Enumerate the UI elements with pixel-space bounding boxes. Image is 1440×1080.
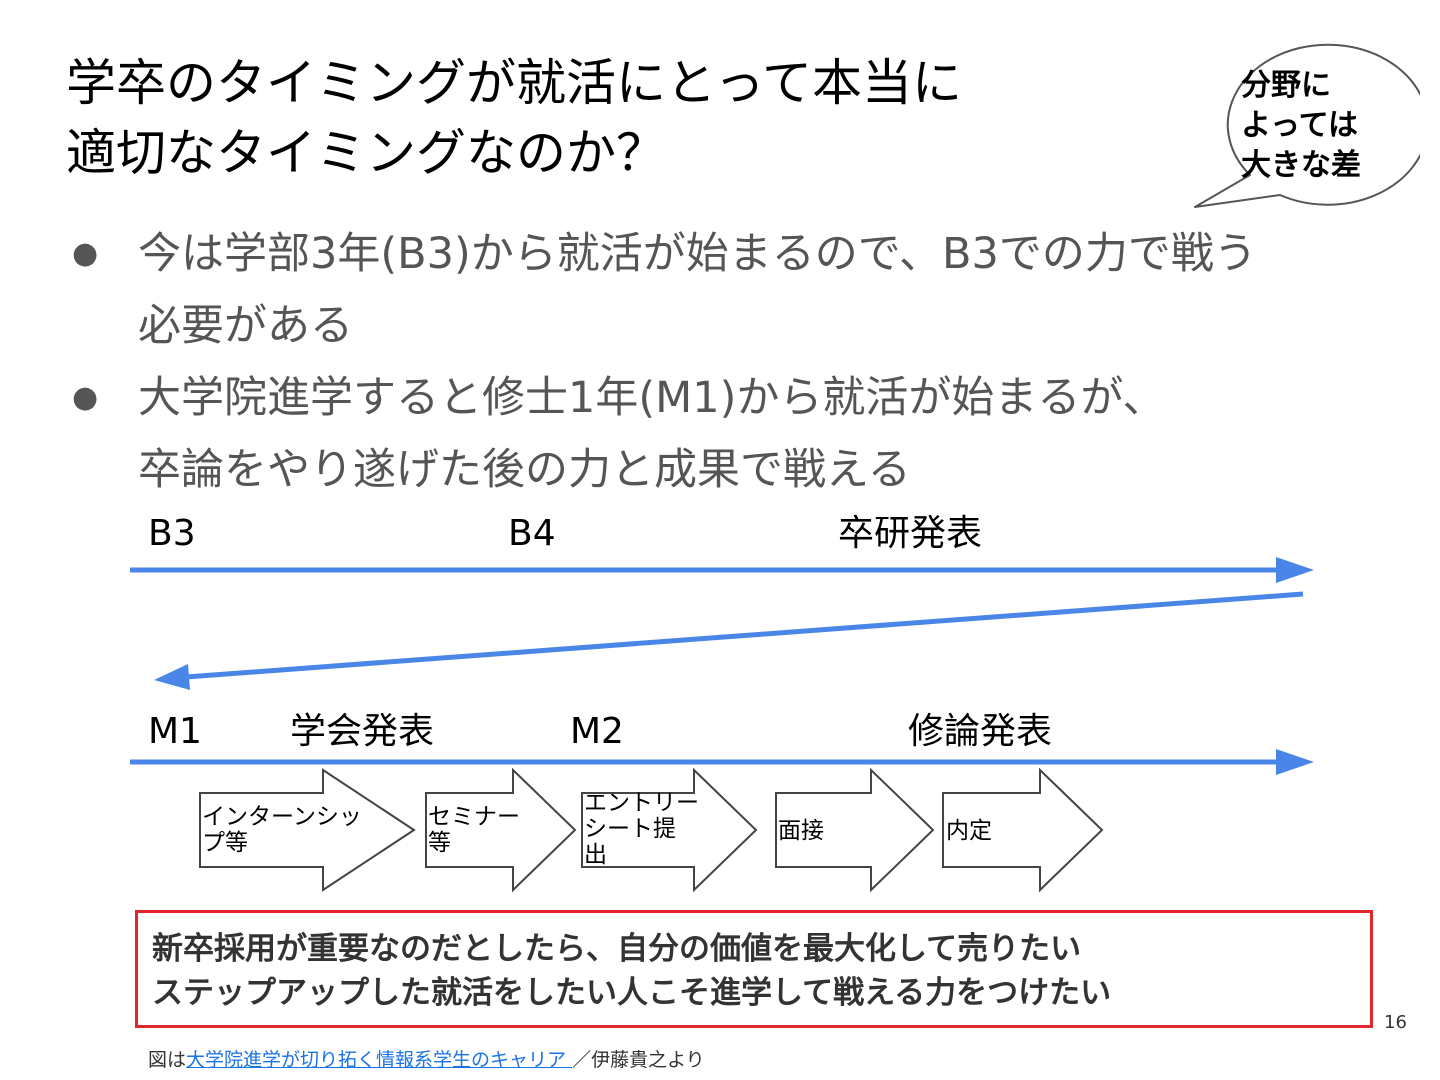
timeline-label-b4: B4 — [508, 513, 556, 554]
conclusion-line: ステップアップした就活をしたい人こそ進学して戦える力をつけたい — [152, 975, 1112, 1011]
bullet-marker: ● — [72, 380, 99, 415]
step-entry-sheet: エントリー シート提 出 — [584, 790, 699, 868]
step-job-offer: 内定 — [946, 818, 992, 844]
bullet-marker: ● — [72, 236, 99, 271]
step-arrow-shape — [581, 767, 758, 893]
bullet-item: ● 今は学部3年(B3)から就活が始まるので、B3での力で戦う 必要がある — [72, 218, 1412, 362]
title-line-1: 学卒のタイミングが就活にとって本当に — [66, 54, 962, 112]
footnote-suffix: ／伊藤貴之より — [572, 1049, 705, 1071]
timeline-label-m2: M2 — [570, 711, 624, 752]
timeline-label-master-thesis-presentation: 修論発表 — [908, 711, 1053, 752]
step-line: 面接 — [778, 818, 824, 844]
step-line: エントリー — [584, 790, 699, 816]
bullet-item: ● 大学院進学すると修士1年(M1)から就活が始まるが、 卒論をやり遂げた後の力… — [72, 362, 1412, 506]
step-line: セミナー — [428, 804, 520, 830]
callout-line: よっては — [1241, 108, 1358, 143]
conclusion-line: 新卒採用が重要なのだとしたら、自分の価値を最大化して売りたい — [152, 931, 1082, 967]
timeline-label-conference-presentation: 学会発表 — [290, 711, 435, 752]
timeline-arrow-top — [130, 557, 1314, 583]
bullet-line: 今は学部3年(B3)から就活が始まるので、B3での力で戦う — [138, 229, 1257, 279]
callout-text: 分野に よっては 大きな差 — [1241, 66, 1391, 186]
step-internship: インターンシッ プ等 — [202, 804, 362, 856]
step-arrow-shape — [775, 767, 935, 893]
conclusion-box: 新卒採用が重要なのだとしたら、自分の価値を最大化して売りたい ステップアップした… — [135, 910, 1373, 1028]
slide-title: 学卒のタイミングが就活にとって本当に 適切なタイミングなのか？ — [66, 48, 962, 188]
step-arrow-shape — [199, 768, 416, 892]
timeline-arrow-return — [154, 591, 1304, 690]
timeline-label-m1: M1 — [148, 711, 202, 752]
step-line: シート提 — [584, 816, 676, 842]
step-line: プ等 — [202, 830, 248, 856]
step-arrow-shape — [942, 767, 1104, 893]
timeline-label-b3: B3 — [148, 513, 196, 554]
step-seminar: セミナー 等 — [428, 804, 520, 856]
timeline-arrow-bottom — [130, 749, 1314, 775]
step-interview: 面接 — [778, 818, 824, 844]
callout-line: 分野に — [1241, 68, 1331, 103]
source-link[interactable]: 大学院進学が切り拓く情報系学生のキャリア — [186, 1049, 573, 1071]
speech-bubble-icon — [1194, 43, 1420, 208]
step-arrow-shape — [425, 767, 577, 893]
bullet-line: 卒論をやり遂げた後の力と成果で戦える — [138, 445, 911, 495]
source-footnote: 図は大学院進学が切り拓く情報系学生のキャリア ／伊藤貴之より — [148, 1045, 705, 1072]
step-line: 出 — [584, 842, 607, 868]
bullet-line: 必要がある — [138, 301, 353, 351]
page-number: 16 — [1384, 1012, 1407, 1033]
step-line: インターンシッ — [202, 804, 362, 830]
step-line: 内定 — [946, 818, 992, 844]
footnote-prefix: 図は — [148, 1049, 187, 1071]
callout-line: 大きな差 — [1241, 148, 1361, 183]
timeline-label-thesis-presentation: 卒研発表 — [838, 513, 983, 554]
step-line: 等 — [428, 830, 451, 856]
bullet-line: 大学院進学すると修士1年(M1)から就活が始まるが、 — [138, 373, 1166, 423]
title-line-2: 適切なタイミングなのか？ — [66, 124, 666, 182]
